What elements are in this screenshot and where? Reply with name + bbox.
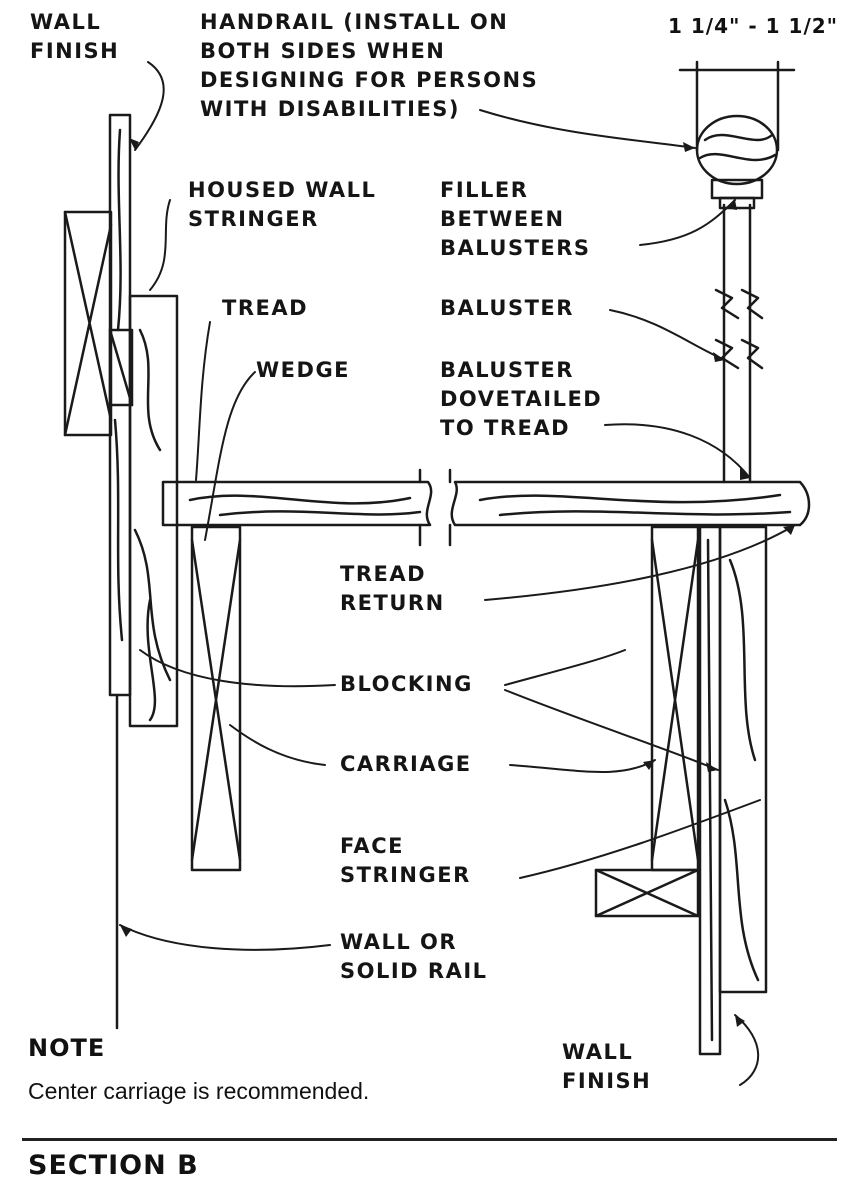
label-dimension: 1 1/4" - 1 1/2"	[668, 14, 839, 38]
carriage-left	[190, 525, 242, 872]
right-wall-finish	[698, 525, 722, 1056]
label-tread: TREAD	[222, 296, 309, 320]
label-wall-finish-top: WALL FINISH	[30, 10, 120, 63]
label-wedge: WEDGE	[256, 358, 351, 382]
section-divider	[22, 1138, 837, 1141]
blocking-right	[594, 868, 700, 918]
label-carriage: CARRIAGE	[340, 752, 472, 776]
label-filler: FILLER BETWEEN BALUSTERS	[440, 178, 591, 260]
housed-wall-stringer	[128, 294, 179, 728]
label-baluster-dovetailed: BALUSTER DOVETAILED TO TREAD	[440, 358, 603, 440]
section-title: SECTION B	[28, 1150, 199, 1181]
label-wall-or-solid-rail: WALL OR SOLID RAIL	[340, 930, 488, 983]
handrail	[678, 60, 796, 210]
wall-blocking-left	[63, 210, 113, 437]
carriage-right	[650, 525, 700, 872]
stringer-housing-block	[108, 328, 134, 407]
tread	[161, 468, 811, 547]
face-stringer	[718, 525, 768, 994]
note-heading: NOTE	[28, 1034, 106, 1062]
label-baluster: BALUSTER	[440, 296, 574, 320]
label-housed-wall-stringer: HOUSED WALL STRINGER	[188, 178, 377, 231]
note-text: Center carriage is recommended.	[28, 1078, 370, 1104]
label-blocking: BLOCKING	[340, 672, 473, 696]
label-wall-finish-bottom: WALL FINISH	[562, 1040, 652, 1093]
label-tread-return: TREAD RETURN	[340, 562, 445, 615]
baluster	[714, 203, 764, 484]
label-handrail: HANDRAIL (INSTALL ON BOTH SIDES WHEN DES…	[200, 10, 539, 121]
label-face-stringer: FACE STRINGER	[340, 834, 471, 887]
